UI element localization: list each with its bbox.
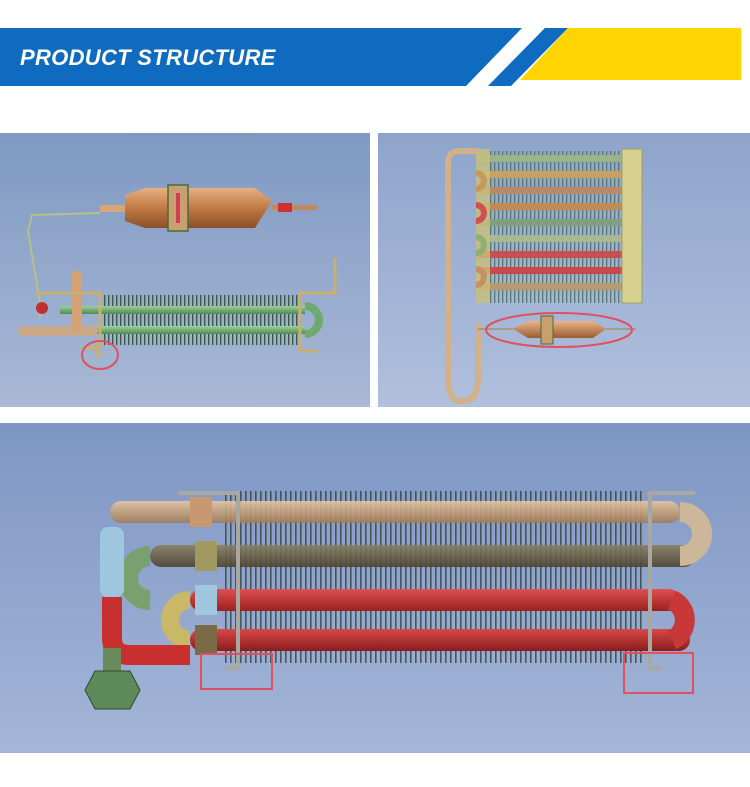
tube-row-4	[190, 629, 690, 651]
page-title: PRODUCT STRUCTURE	[20, 45, 276, 70]
top-left-render	[0, 133, 370, 407]
bracket-left	[35, 291, 102, 350]
bracket-right	[298, 258, 337, 353]
return-pipe	[445, 148, 478, 378]
u-bend	[304, 302, 323, 338]
header-banner: PRODUCT STRUCTURE	[0, 28, 750, 86]
bracket-right	[648, 491, 695, 670]
banner-white-stripe	[466, 28, 545, 86]
panel-background	[0, 133, 370, 407]
banner-yellow-band	[520, 28, 741, 80]
bracket-left	[178, 491, 240, 670]
connector-4	[195, 625, 217, 655]
joint	[36, 302, 48, 314]
banner-blue-stripe	[488, 28, 568, 86]
tube-upper	[60, 306, 305, 314]
bottom-render	[0, 423, 750, 753]
tube-row-1	[110, 501, 680, 523]
highlight-ellipse	[81, 340, 119, 370]
tube-row-3	[190, 589, 680, 611]
highlight-ellipse	[485, 312, 633, 348]
inlet-pipe-blue	[100, 527, 124, 597]
u-bend-left-1	[118, 546, 151, 610]
drier-filter	[100, 184, 317, 232]
highlight-box-right	[623, 652, 694, 694]
banner-shapes	[0, 28, 741, 86]
u-bends	[475, 170, 487, 288]
u-bend-right-2	[667, 590, 695, 650]
tube-rows	[478, 155, 628, 290]
top-right-render	[378, 133, 750, 407]
bracket-foot	[94, 343, 104, 357]
u-bend-right-1	[679, 502, 712, 566]
inlet-tube	[18, 326, 98, 336]
highlight-box-left	[200, 653, 273, 690]
connector-2	[195, 541, 217, 571]
tube-lower	[60, 326, 305, 334]
u-loop	[445, 323, 481, 405]
tube-row-2	[150, 545, 695, 567]
drier-filter	[478, 315, 636, 345]
vertical-tube	[72, 271, 82, 331]
hex-nut	[84, 670, 141, 710]
end-plate	[621, 148, 643, 304]
connector-1	[190, 497, 212, 527]
banner-blue-band	[0, 28, 545, 86]
evaporator-fins	[98, 295, 298, 345]
u-bend-left-2	[161, 591, 191, 649]
connector-3	[195, 585, 217, 615]
